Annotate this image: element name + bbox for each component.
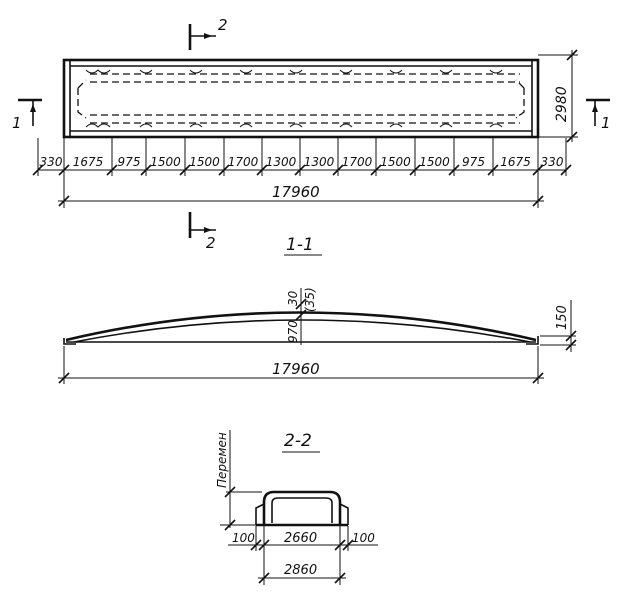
segment-tick xyxy=(409,164,421,176)
cut-marker-right-label: 1 xyxy=(601,114,611,132)
dim-inner: 2660 xyxy=(284,531,317,546)
plan-width-tick-top xyxy=(566,49,578,61)
segment-tick xyxy=(218,164,230,176)
dim-total-tick-right xyxy=(334,572,346,584)
segment-tick xyxy=(32,164,44,176)
segment-label: 1675 xyxy=(500,155,531,169)
section-total-tick-right xyxy=(532,372,544,384)
segment-tick xyxy=(140,164,152,176)
segment-label: 1500 xyxy=(380,155,411,169)
cut-marker-left-label: 1 xyxy=(12,114,22,132)
segment-label: 975 xyxy=(462,155,485,169)
cut-marker-left: 1 xyxy=(12,98,42,132)
segment-tick xyxy=(560,164,572,176)
segment-label: 1500 xyxy=(150,155,181,169)
end-height-tick-bottom xyxy=(565,339,577,351)
cut-marker-top-label: 2 xyxy=(218,16,228,34)
segment-label: 1500 xyxy=(419,155,450,169)
plan-dashed-void xyxy=(77,79,525,119)
plan-scallop-top xyxy=(85,69,503,74)
segment-tick xyxy=(448,164,460,176)
section-2-2: 2-2 Перемен 100 2660 100 2860 xyxy=(215,430,378,585)
channel-right-ledge xyxy=(339,503,349,525)
rise-tick-1 xyxy=(295,298,307,310)
plan-dashed-rib-top xyxy=(90,73,520,83)
arch-inner-chord xyxy=(73,319,531,343)
variable-height-label: Перемен xyxy=(215,432,229,488)
segment-label: 1300 xyxy=(304,155,335,169)
section-total-label: 17960 xyxy=(272,360,320,378)
dim-total-label: 2860 xyxy=(284,563,317,578)
segment-label: 1675 xyxy=(73,155,104,169)
variable-height-tick-bottom xyxy=(224,519,236,531)
plan-dashed-rib-bottom xyxy=(90,114,520,124)
dim-tick-2 xyxy=(258,539,270,551)
segment-tick xyxy=(370,164,382,176)
plan-width-label: 2980 xyxy=(554,86,570,122)
segment-label: 1300 xyxy=(266,155,297,169)
segment-tick xyxy=(256,164,268,176)
segment-label: 1700 xyxy=(342,155,373,169)
section-1-1: 1-1 30 (35) 970 150 17960 xyxy=(58,235,577,384)
segment-tick xyxy=(106,164,118,176)
plan-total-tick-right xyxy=(532,195,544,207)
segment-tick xyxy=(487,164,499,176)
rise-dim-top: 30 xyxy=(286,290,300,306)
arch-right-end xyxy=(526,336,539,345)
plan-scallop-bottom xyxy=(85,123,503,128)
segment-tick xyxy=(179,164,191,176)
rise-tick-2 xyxy=(295,309,307,321)
channel-profile xyxy=(262,490,342,525)
arch-left-end xyxy=(63,338,76,345)
plan-view: 2980 1 1 2 2 330 1675 975 1500 1500 xyxy=(12,16,611,252)
plan-total-label: 17960 xyxy=(272,183,320,201)
plan-total-tick-left xyxy=(58,195,70,207)
dim-right-ledge: 100 xyxy=(352,531,375,545)
dim-tick-4 xyxy=(342,539,354,551)
rise-dim-bottom: 970 xyxy=(286,320,300,343)
dim-total-tick-left xyxy=(258,572,270,584)
segment-label: 330 xyxy=(40,155,63,169)
cut-marker-bottom: 2 xyxy=(188,212,216,252)
rise-dim-paren: (35) xyxy=(303,287,317,312)
variable-height-tick-top xyxy=(224,486,236,498)
dim-tick-1 xyxy=(250,539,262,551)
dim-tick-3 xyxy=(334,539,346,551)
segment-label: 330 xyxy=(541,155,564,169)
segment-label: 975 xyxy=(118,155,141,169)
plan-segment-dimensions: 330 1675 975 1500 1500 1700 1300 1300 1700 1500 15… xyxy=(32,138,572,176)
cut-marker-top: 2 xyxy=(188,16,228,50)
channel-left-ledge xyxy=(255,503,265,525)
segment-tick xyxy=(332,164,344,176)
segment-tick xyxy=(294,164,306,176)
plan-outline xyxy=(62,58,540,139)
dim-left-ledge: 100 xyxy=(232,531,255,545)
segment-label: 1700 xyxy=(228,155,259,169)
end-height-tick-top xyxy=(565,330,577,342)
channel-inner xyxy=(271,497,333,523)
end-height-label: 150 xyxy=(555,305,570,330)
plan-width-tick-bottom xyxy=(566,131,578,143)
segment-label: 1500 xyxy=(189,155,220,169)
cut-marker-right: 1 xyxy=(586,98,611,132)
section-1-1-title: 1-1 xyxy=(286,235,314,255)
section-total-tick-left xyxy=(58,372,70,384)
section-2-2-title: 2-2 xyxy=(284,431,312,451)
cut-marker-bottom-label: 2 xyxy=(206,234,216,252)
